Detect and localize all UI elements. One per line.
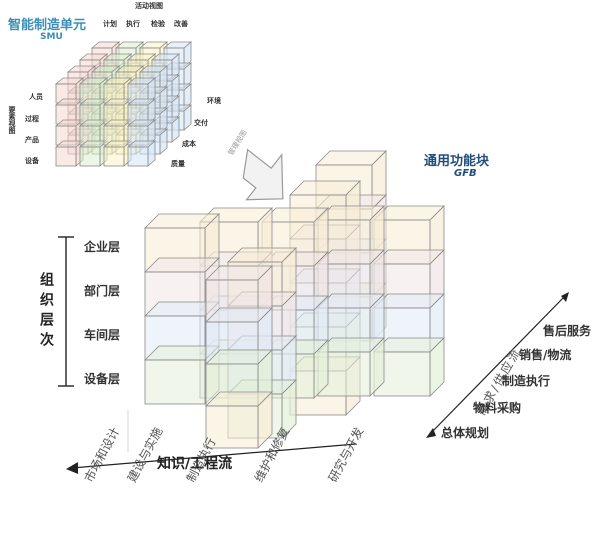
small-model-abbr: SMU xyxy=(40,32,63,42)
small-cell xyxy=(54,119,85,146)
small-model-title: 智能制造单元 xyxy=(8,18,87,33)
box-front-face xyxy=(103,146,125,167)
org-axis-title: 组织层次 xyxy=(38,272,54,352)
gfb-block xyxy=(373,337,445,397)
knowledge-axis-line xyxy=(71,443,357,469)
transition-arrow xyxy=(242,148,284,201)
arrow-shape xyxy=(242,148,284,201)
small-cell xyxy=(126,119,157,146)
gfb-abbr: GFB xyxy=(454,168,477,179)
org-level-department: 部门层 xyxy=(84,284,121,298)
box-front-face xyxy=(144,359,206,405)
small-row-3: 产品 xyxy=(25,136,39,144)
box-front-face xyxy=(79,146,101,167)
small-cell xyxy=(126,140,157,167)
small-depth-3: 成本 xyxy=(182,140,196,148)
small-cell xyxy=(78,98,109,125)
small-cell xyxy=(54,140,85,167)
supply-axis-arrowhead-start xyxy=(426,428,436,438)
supply-axis-arrowhead xyxy=(561,292,569,302)
small-cell xyxy=(126,77,157,104)
small-cell xyxy=(54,98,85,125)
supply-item-3: 制造执行 xyxy=(502,374,551,388)
supply-item-1: 售后服务 xyxy=(543,324,592,338)
small-depth-1: 环境 xyxy=(207,97,221,105)
small-row-1: 人员 xyxy=(29,93,43,101)
small-cell xyxy=(78,140,109,167)
gfb-title: 通用功能块 xyxy=(424,154,490,169)
supply-item-2: 销售/物流 xyxy=(519,348,572,362)
org-level-equipment: 设备层 xyxy=(84,372,121,386)
small-cell xyxy=(126,98,157,125)
org-level-enterprise: 企业层 xyxy=(84,240,121,254)
box-front-face xyxy=(205,405,259,449)
small-model-cube xyxy=(54,41,193,167)
knowledge-axis-title: 知识/工程流 xyxy=(157,456,233,472)
box-front-face xyxy=(127,146,149,167)
small-model-top-header: 活动视图 xyxy=(135,2,163,10)
org-level-workshop: 车间层 xyxy=(84,328,121,342)
small-row-2: 过程 xyxy=(25,115,39,123)
supply-item-5: 总体规划 xyxy=(441,426,490,440)
axes-group xyxy=(58,236,569,474)
gfb-block xyxy=(205,391,273,449)
small-col-1: 计划 xyxy=(103,20,117,28)
gfb-block-cluster xyxy=(144,150,445,449)
small-col-3: 检验 xyxy=(151,20,165,28)
knowledge-axis-arrowhead xyxy=(66,462,78,474)
gfb-block xyxy=(144,345,220,405)
small-col-2: 执行 xyxy=(126,20,140,28)
small-col-4: 改善 xyxy=(174,20,188,28)
small-depth-4: 质量 xyxy=(171,160,185,168)
small-side-header: 要素视图 xyxy=(8,106,16,134)
small-cell xyxy=(102,77,133,104)
small-row-4: 设备 xyxy=(25,157,39,165)
supply-item-4: 物料采购 xyxy=(473,401,522,415)
supply-axis-line xyxy=(429,295,566,435)
small-depth-2: 交付 xyxy=(194,119,208,127)
box-front-face xyxy=(55,146,77,167)
small-cell xyxy=(102,140,133,167)
